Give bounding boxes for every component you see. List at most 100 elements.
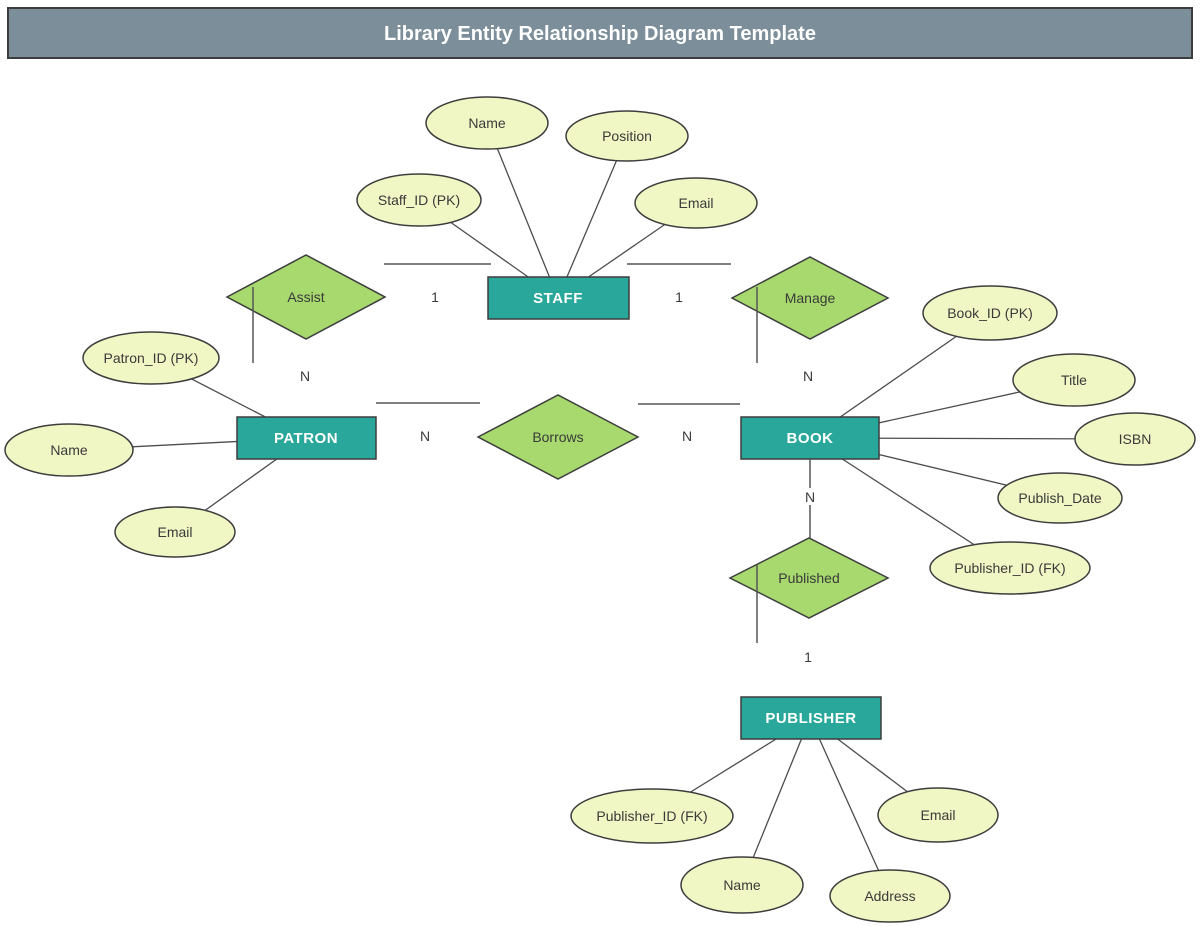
entity-book[interactable]: BOOK	[740, 416, 880, 460]
attribute-book-title[interactable]: Title	[1012, 353, 1136, 407]
relationship-published[interactable]: Published	[728, 537, 890, 619]
attribute-book-bookid[interactable]: Book_ID (PK)	[922, 285, 1058, 341]
attribute-label: Name	[723, 877, 761, 893]
attribute-ellipse	[565, 110, 689, 162]
relationship-diamond	[728, 537, 890, 619]
attribute-label: ISBN	[1119, 431, 1152, 447]
attribute-label: Name	[468, 115, 506, 131]
attribute-label: Address	[864, 888, 915, 904]
attribute-ellipse	[929, 541, 1091, 595]
attribute-label: Position	[602, 128, 652, 144]
relationship-diamond	[730, 256, 890, 340]
entity-rect	[236, 416, 377, 460]
cardinality-book-published: N	[805, 489, 815, 505]
relationship-shapes: Assist Manage Borrows Published	[225, 254, 890, 619]
cardinality-manage-book: N	[803, 368, 813, 384]
cardinality-assist-patron: N	[300, 368, 310, 384]
attribute-ellipse	[922, 285, 1058, 341]
cardinality-patron-borrows: N	[420, 428, 430, 444]
relationship-label: Manage	[785, 290, 836, 306]
cardinality-bg	[680, 427, 694, 443]
attribute-ellipse	[829, 869, 951, 923]
attribute-ellipse	[1012, 353, 1136, 407]
attribute-patron-patronid[interactable]: Patron_ID (PK)	[82, 331, 220, 385]
cardinality-bg	[428, 288, 442, 304]
entity-label: BOOK	[787, 430, 834, 447]
attribute-connectors	[68, 122, 1136, 897]
attribute-publisher-name[interactable]: Name	[680, 856, 804, 914]
attribute-ellipse	[680, 856, 804, 914]
attribute-label: Book_ID (PK)	[947, 305, 1033, 321]
connector-staff-position	[557, 135, 628, 299]
attribute-label: Publish_Date	[1018, 490, 1101, 506]
entity-label: STAFF	[533, 290, 583, 307]
cardinality-published-publisher: 1	[804, 649, 812, 665]
attribute-staff-staffid[interactable]: Staff_ID (PK)	[356, 173, 482, 227]
attribute-publisher-publisherid[interactable]: Publisher_ID (FK)	[570, 788, 734, 844]
attribute-patron-name[interactable]: Name	[4, 423, 134, 477]
attribute-ellipse	[877, 787, 999, 843]
cardinality-bg	[801, 367, 815, 383]
entity-publisher[interactable]: PUBLISHER	[740, 696, 882, 740]
relationship-diamond	[476, 394, 640, 480]
entity-rect	[740, 416, 880, 460]
attribute-publisher-address[interactable]: Address	[829, 869, 951, 923]
attribute-label: Email	[157, 524, 192, 540]
entity-patron[interactable]: PATRON	[236, 416, 377, 460]
attribute-label: Title	[1061, 372, 1087, 388]
attribute-label: Email	[920, 807, 955, 823]
connector-staff-name	[486, 122, 559, 299]
attribute-patron-email[interactable]: Email	[114, 506, 236, 558]
cardinality-bg	[803, 488, 817, 505]
relationship-manage[interactable]: Manage	[730, 256, 890, 340]
attribute-book-publishdate[interactable]: Publish_Date	[997, 472, 1123, 524]
cardinality-labels: 1 1 N N N N N 1	[298, 288, 817, 665]
relationship-borrows[interactable]: Borrows	[476, 394, 640, 480]
attribute-ellipse	[997, 472, 1123, 524]
entity-shapes: STAFF PATRON BOOK PUBLISHER	[236, 276, 882, 740]
title-bar-rect	[7, 7, 1193, 59]
attribute-book-publisherid[interactable]: Publisher_ID (FK)	[929, 541, 1091, 595]
cardinality-bg	[672, 288, 686, 304]
attribute-staff-name[interactable]: Name	[425, 96, 549, 150]
page-title: Library Entity Relationship Diagram Temp…	[384, 23, 816, 45]
attribute-ellipse	[570, 788, 734, 844]
attribute-label: Publisher_ID (FK)	[954, 560, 1065, 576]
cardinality-bg	[801, 648, 815, 664]
attribute-publisher-email[interactable]: Email	[877, 787, 999, 843]
entity-label: PUBLISHER	[765, 710, 856, 727]
attribute-label: Email	[678, 195, 713, 211]
cardinality-assist-staff: 1	[431, 289, 439, 305]
relationship-label: Assist	[287, 289, 324, 305]
attribute-ellipse	[4, 423, 134, 477]
title-bar: Library Entity Relationship Diagram Temp…	[7, 7, 1193, 59]
attribute-staff-position[interactable]: Position	[565, 110, 689, 162]
entity-label: PATRON	[274, 430, 338, 447]
attribute-label: Publisher_ID (FK)	[596, 808, 707, 824]
cardinality-borrows-book: N	[682, 428, 692, 444]
attribute-ellipse	[114, 506, 236, 558]
relationship-assist[interactable]: Assist	[225, 254, 387, 340]
entity-staff[interactable]: STAFF	[487, 276, 630, 320]
attribute-staff-email[interactable]: Email	[634, 177, 758, 229]
attribute-shapes: Name Position Staff_ID (PK) Email Patron…	[4, 96, 1196, 923]
attribute-ellipse	[1074, 412, 1196, 466]
attribute-label: Name	[50, 442, 88, 458]
relationship-label: Published	[778, 570, 840, 586]
attribute-label: Patron_ID (PK)	[104, 350, 199, 366]
entity-rect	[487, 276, 630, 320]
cardinality-bg	[418, 427, 432, 443]
attribute-ellipse	[425, 96, 549, 150]
connector-publisher-address	[809, 717, 891, 897]
attribute-book-isbn[interactable]: ISBN	[1074, 412, 1196, 466]
relationship-diamond	[225, 254, 387, 340]
cardinality-staff-manage: 1	[675, 289, 683, 305]
entity-rect	[740, 696, 882, 740]
attribute-label: Staff_ID (PK)	[378, 192, 460, 208]
cardinality-bg	[298, 367, 312, 383]
attribute-ellipse	[634, 177, 758, 229]
attribute-ellipse	[82, 331, 220, 385]
attribute-ellipse	[356, 173, 482, 227]
